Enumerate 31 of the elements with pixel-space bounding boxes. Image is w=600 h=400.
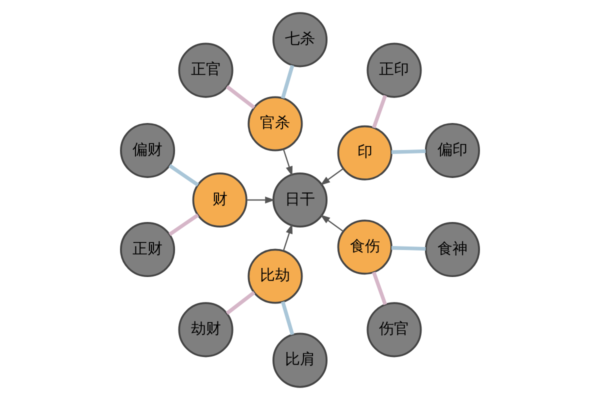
connector: [280, 301, 294, 336]
arrow: [246, 196, 276, 204]
node-circle: 官杀: [248, 96, 303, 152]
connector: [372, 94, 387, 128]
connector: [372, 272, 387, 306]
node-circle: 比劫: [248, 248, 303, 304]
node-circle: 劫财: [178, 302, 234, 358]
node-circle: 印: [337, 125, 392, 180]
node-circle: 偏财: [120, 122, 176, 178]
connector: [168, 214, 199, 236]
node-circle: 正官: [178, 42, 234, 98]
connector: [168, 164, 199, 186]
node-circle: 财: [192, 172, 248, 228]
node-circle: 食神: [424, 222, 480, 278]
connector: [280, 64, 294, 99]
arrow: [320, 214, 344, 232]
node-circle: 正印: [366, 42, 422, 98]
node-circle: 日干: [272, 172, 328, 228]
connector: [226, 291, 256, 315]
connector: [391, 149, 426, 154]
connector: [391, 246, 426, 251]
node-circle: 食伤: [337, 220, 392, 275]
node-circle: 比肩: [272, 332, 328, 388]
arrow: [282, 224, 293, 252]
node-circle: 七杀: [272, 12, 328, 68]
node-circle: 伤官: [366, 302, 422, 358]
connector: [226, 85, 256, 109]
node-circle: 正财: [120, 222, 176, 278]
arrow: [282, 148, 293, 176]
arrow: [320, 168, 344, 186]
node-circle: 偏印: [424, 122, 480, 178]
